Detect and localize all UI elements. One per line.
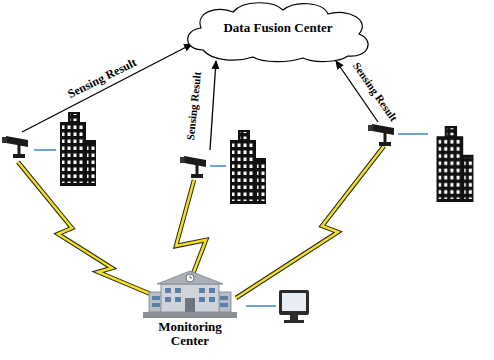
- camera-icon: [368, 124, 394, 146]
- camera-icon: [180, 156, 206, 178]
- link-line: [34, 149, 56, 151]
- cloud-node: Data Fusion Center: [183, 0, 373, 64]
- link-line: [398, 133, 428, 135]
- monitor-icon: [279, 290, 309, 323]
- node-label: Monitoring Center: [148, 320, 232, 348]
- camera-icon: [2, 136, 28, 158]
- sensing-arrow: [210, 61, 216, 150]
- center-node: Monitoring Center: [135, 266, 245, 356]
- link-line: [246, 305, 276, 307]
- building-icon: [230, 130, 266, 204]
- building-icon: [60, 112, 96, 186]
- cloud-title: Data Fusion Center: [223, 21, 332, 35]
- building-icon: [437, 126, 474, 202]
- cloud-outline: [188, 3, 368, 62]
- link-line: [210, 165, 226, 167]
- arrow-label: Sensing Result: [185, 71, 203, 141]
- office-building-icon: [135, 266, 245, 320]
- sensing-arrow: [22, 44, 192, 132]
